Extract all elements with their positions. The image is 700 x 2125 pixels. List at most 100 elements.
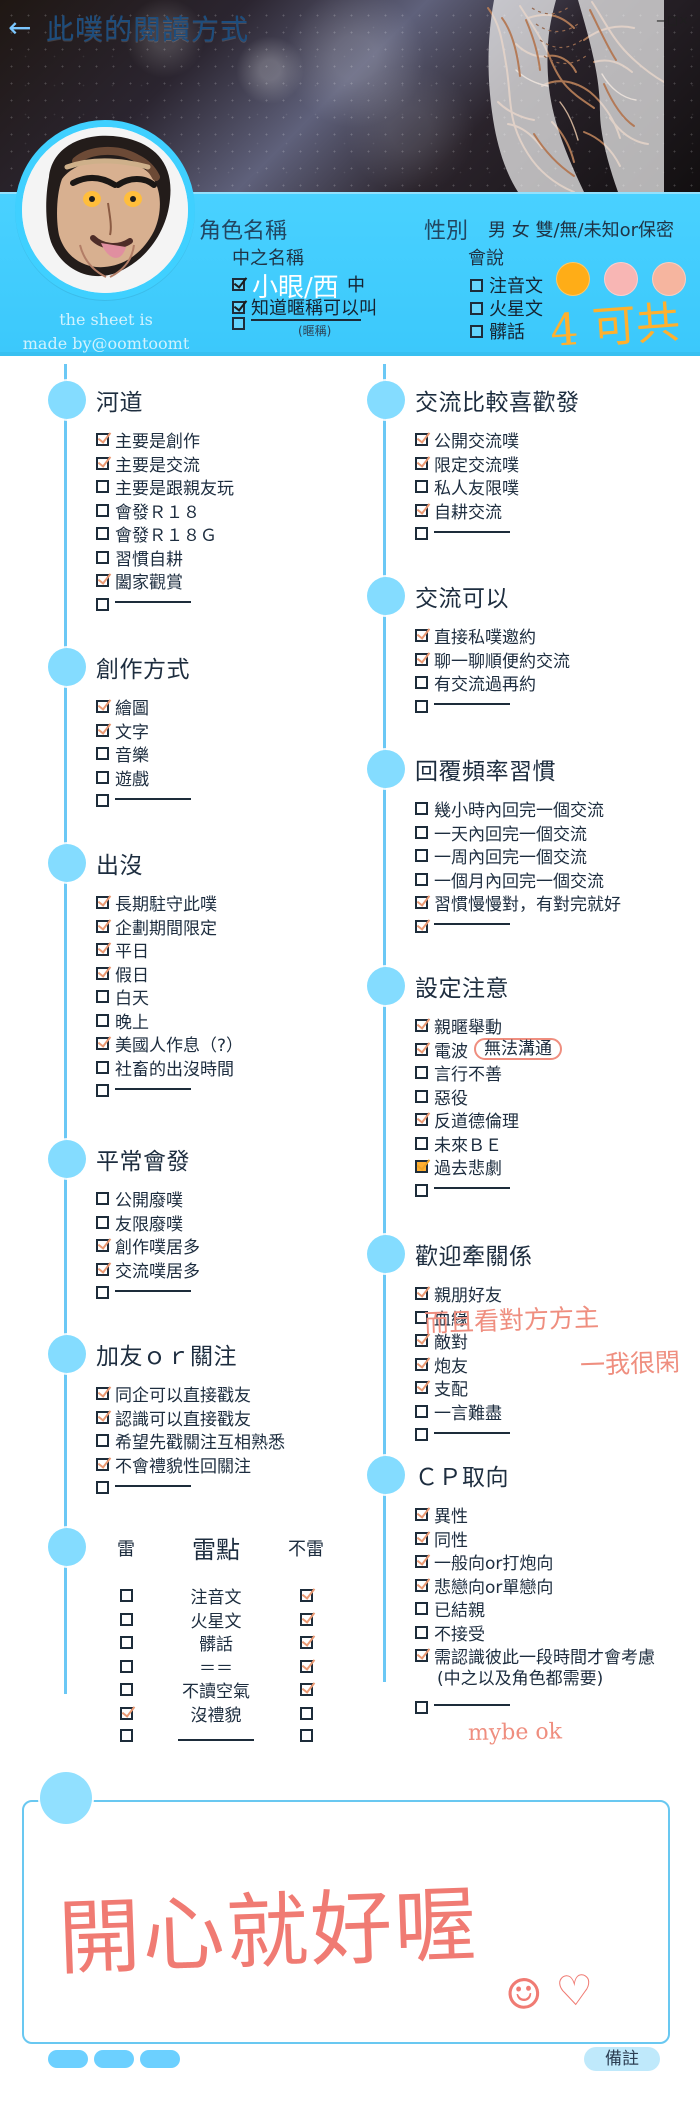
remark-button[interactable]: 備註	[584, 2047, 660, 2071]
thunder-left-checkbox-2[interactable]	[119, 1612, 133, 1626]
setting-notes-checkbox-1[interactable]	[415, 1019, 428, 1033]
welcome-relations-checkbox-6[interactable]	[415, 1404, 428, 1418]
reply-habit-option-2[interactable]: 一天內回完一個交流	[415, 821, 621, 845]
maximize-icon[interactable]: □	[667, 11, 677, 29]
creation-checkbox-1[interactable]	[96, 700, 109, 714]
river-option-4[interactable]: 會發Ｒ１８	[96, 499, 234, 523]
creation-option-1[interactable]: 繪圖	[96, 695, 191, 719]
cp-option-3[interactable]: 一般向or打炮向	[415, 1550, 655, 1574]
friend-follow-option-3[interactable]: 希望先戳關注互相熟悉	[96, 1429, 285, 1453]
exchange-pref-option-1[interactable]: 公開交流噗	[415, 428, 580, 452]
exchange-ok-option-2[interactable]: 聊一聊順便約交流	[415, 648, 570, 672]
reply-habit-checkbox-1[interactable]	[415, 802, 428, 816]
setting-notes-option-1[interactable]: 親暱舉動	[415, 1014, 562, 1038]
thunder-right-checkbox-6[interactable]	[299, 1706, 313, 1720]
reply-habit-checkbox-4[interactable]	[415, 872, 428, 886]
nickname-option-2[interactable]: 知道暱稱可以叫	[232, 294, 377, 320]
nickname-checkbox-2[interactable]	[232, 300, 245, 314]
creation-option-2[interactable]: 文字	[96, 719, 191, 743]
cp-option-4[interactable]: 悲戀向or單戀向	[415, 1574, 655, 1598]
exchange-pref-option-5[interactable]	[415, 522, 580, 546]
appearance-option-1[interactable]: 長期駐守此噗	[96, 891, 243, 915]
river-option-3[interactable]: 主要是跟親友玩	[96, 475, 234, 499]
thunder-left-checkbox-7[interactable]	[119, 1729, 133, 1743]
thunder-right-checkbox-2[interactable]	[299, 1612, 313, 1626]
welcome-relations-option-6[interactable]: 一言難盡	[415, 1400, 533, 1424]
welcome-relations-option-7[interactable]	[415, 1423, 533, 1447]
nickname-checkbox-1[interactable]	[232, 277, 245, 291]
welcome-relations-checkbox-2[interactable]	[415, 1310, 428, 1324]
speak-checkbox-2[interactable]	[470, 301, 483, 315]
appearance-checkbox-4[interactable]	[96, 966, 109, 980]
setting-notes-checkbox-6[interactable]	[415, 1136, 428, 1150]
appearance-checkbox-9[interactable]	[96, 1084, 109, 1098]
exchange-pref-option-2[interactable]: 限定交流噗	[415, 452, 580, 476]
speak-option-1[interactable]: 注音文	[470, 272, 543, 298]
reply-habit-option-5[interactable]: 習慣慢慢對，有對完就好	[415, 891, 621, 915]
appearance-checkbox-3[interactable]	[96, 943, 109, 957]
cp-option-2[interactable]: 同性	[415, 1527, 655, 1551]
river-checkbox-7[interactable]	[96, 574, 109, 588]
welcome-relations-checkbox-7[interactable]	[415, 1428, 428, 1442]
creation-checkbox-2[interactable]	[96, 723, 109, 737]
river-checkbox-5[interactable]	[96, 527, 109, 541]
creation-option-5[interactable]	[96, 789, 191, 813]
friend-follow-option-5[interactable]	[96, 1476, 285, 1500]
appearance-option-6[interactable]: 晚上	[96, 1009, 243, 1033]
exchange-pref-checkbox-3[interactable]	[415, 480, 428, 494]
reply-habit-option-6[interactable]	[415, 915, 621, 939]
cp-option-5[interactable]: 已結親	[415, 1597, 655, 1621]
speak-option-3[interactable]: 髒話	[470, 318, 525, 344]
thunder-left-checkbox-3[interactable]	[119, 1636, 133, 1649]
cp-checkbox-8[interactable]	[415, 1700, 428, 1714]
friend-follow-checkbox-3[interactable]	[96, 1434, 109, 1448]
exchange-pref-option-4[interactable]: 自耕交流	[415, 499, 580, 523]
exchange-ok-option-4[interactable]	[415, 695, 570, 719]
exchange-pref-checkbox-2[interactable]	[415, 456, 428, 470]
river-option-5[interactable]: 會發Ｒ１８Ｇ	[96, 522, 234, 546]
exchange-pref-checkbox-1[interactable]	[415, 433, 428, 447]
exchange-pref-checkbox-5[interactable]	[415, 527, 428, 541]
setting-notes-option-3[interactable]: 言行不善	[415, 1061, 562, 1085]
creation-checkbox-5[interactable]	[96, 794, 109, 808]
back-arrow-icon[interactable]: ←	[8, 11, 32, 44]
setting-notes-checkbox-3[interactable]	[415, 1066, 428, 1080]
reply-habit-checkbox-3[interactable]	[415, 849, 428, 863]
thunder-right-checkbox-4[interactable]	[299, 1659, 313, 1673]
setting-notes-option-5[interactable]: 反道德倫理	[415, 1108, 562, 1132]
river-option-1[interactable]: 主要是創作	[96, 428, 234, 452]
welcome-relations-option-4[interactable]: 炮友	[415, 1353, 533, 1377]
usual-checkbox-1[interactable]	[96, 1192, 109, 1206]
thunder-right-checkbox-3[interactable]	[299, 1636, 313, 1649]
speak-checkbox-1[interactable]	[470, 278, 483, 292]
friend-follow-checkbox-4[interactable]	[96, 1457, 109, 1471]
usual-checkbox-5[interactable]	[96, 1286, 109, 1300]
usual-checkbox-4[interactable]	[96, 1262, 109, 1276]
appearance-checkbox-7[interactable]	[96, 1037, 109, 1051]
setting-notes-option-4[interactable]: 惡役	[415, 1085, 562, 1109]
setting-notes-checkbox-7[interactable]	[415, 1160, 428, 1174]
exchange-ok-checkbox-3[interactable]	[415, 676, 428, 690]
cp-option-6[interactable]: 不接受	[415, 1621, 655, 1645]
thunder-left-checkbox-1[interactable]	[119, 1589, 133, 1602]
nickname-checkbox-3[interactable]	[232, 317, 245, 330]
setting-notes-checkbox-2[interactable]	[415, 1042, 428, 1056]
appearance-checkbox-5[interactable]	[96, 990, 109, 1004]
thunder-right-checkbox-1[interactable]	[299, 1589, 313, 1602]
creation-option-4[interactable]: 遊戲	[96, 766, 191, 790]
setting-notes-checkbox-5[interactable]	[415, 1113, 428, 1127]
appearance-option-4[interactable]: 假日	[96, 962, 243, 986]
cp-option-1[interactable]: 異性	[415, 1503, 655, 1527]
reply-habit-checkbox-6[interactable]	[415, 919, 428, 933]
river-checkbox-6[interactable]	[96, 550, 109, 564]
nickname-option-1[interactable]: 中	[232, 271, 365, 297]
appearance-checkbox-1[interactable]	[96, 896, 109, 910]
setting-notes-option-8[interactable]	[415, 1179, 562, 1203]
usual-option-2[interactable]: 友限廢噗	[96, 1211, 200, 1235]
appearance-option-3[interactable]: 平日	[96, 938, 243, 962]
thunder-right-checkbox-7[interactable]	[299, 1729, 313, 1743]
reply-habit-checkbox-2[interactable]	[415, 825, 428, 839]
thunder-right-checkbox-5[interactable]	[299, 1683, 313, 1696]
setting-notes-option-2[interactable]: 電波無法溝通	[415, 1038, 562, 1062]
appearance-checkbox-8[interactable]	[96, 1060, 109, 1074]
